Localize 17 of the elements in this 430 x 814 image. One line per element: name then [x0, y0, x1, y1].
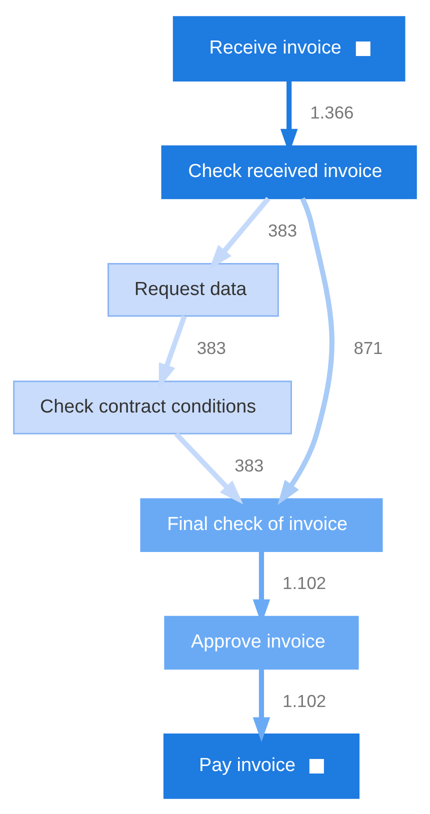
- edge-label: 871: [354, 337, 383, 358]
- edge-label: 383: [268, 220, 298, 240]
- edge-label: 1.102: [282, 690, 326, 710]
- node-box: Pay invoice: [163, 733, 360, 798]
- node-box: Check contract conditions: [13, 380, 292, 434]
- node-box: Approve invoice: [164, 615, 359, 670]
- edge-label: 1.366: [310, 102, 354, 122]
- node-box: Receive invoice: [172, 16, 406, 81]
- edge-label: 1.102: [282, 572, 326, 593]
- arrow: [252, 668, 270, 742]
- edge-label: 383: [234, 455, 264, 476]
- node-box: Final check of invoice: [140, 498, 383, 552]
- node-box: Request data: [108, 262, 279, 316]
- arrow: [174, 432, 244, 504]
- arrow: [278, 196, 334, 504]
- node-box: Check received invoice: [161, 144, 417, 199]
- edge-label: 383: [196, 337, 226, 358]
